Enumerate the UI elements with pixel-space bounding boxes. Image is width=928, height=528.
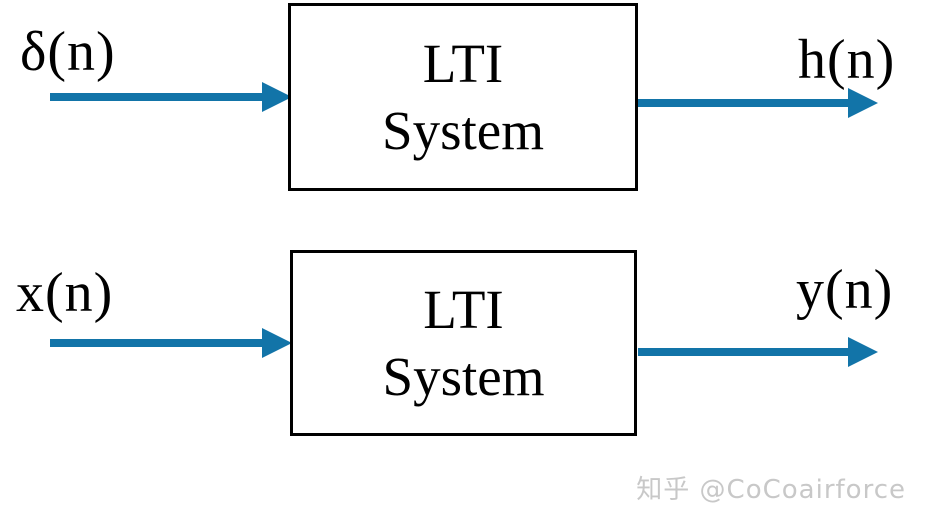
lti-block-title-line1: LTI	[423, 279, 504, 340]
lti-system-block-bottom: LTI System	[290, 250, 637, 436]
arrow-top-input	[50, 82, 292, 112]
arrow-bottom-input	[50, 328, 292, 358]
zhihu-watermark: 知乎 @CoCoairforce	[636, 475, 906, 505]
output-signal-label-h: h(n)	[798, 29, 896, 91]
lti-block-title-line2: System	[382, 100, 544, 161]
lti-system-block-top: LTI System	[288, 3, 638, 191]
lti-block-title-line1: LTI	[422, 33, 504, 94]
lti-block-title-line2: System	[382, 346, 545, 407]
arrow-top-output	[638, 88, 878, 118]
output-signal-label-y: y(n)	[796, 259, 894, 321]
input-signal-label-x: x(n)	[16, 262, 114, 324]
input-signal-label-delta: δ(n)	[20, 21, 116, 83]
arrow-bottom-output	[638, 337, 878, 367]
